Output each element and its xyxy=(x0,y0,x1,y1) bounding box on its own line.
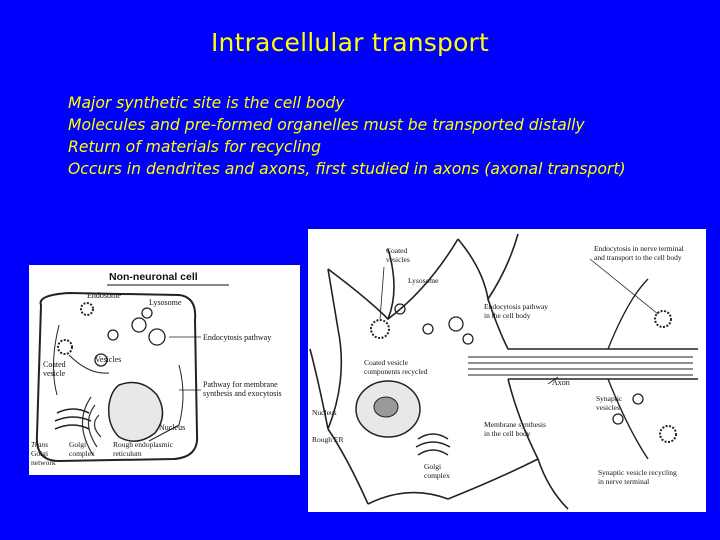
non-neuronal-cell-diagram: Non-neuronal cell Endosome Lysosome Endo… xyxy=(31,271,282,467)
neuron-transport-figure: Coated vesicles Lysosome Endocytosis in … xyxy=(308,229,706,512)
label-endosome: Endosome xyxy=(87,291,121,300)
label-trans-golgi-3: network xyxy=(31,458,56,467)
label-golgi-complex: Golgi xyxy=(424,462,441,471)
label-coated-recycled-2: components recycled xyxy=(364,367,428,376)
slide-title: Intracellular transport xyxy=(210,28,490,57)
label-rough-er: Rough endoplasmic xyxy=(113,440,173,449)
non-neuronal-cell-figure: Non-neuronal cell Endosome Lysosome Endo… xyxy=(29,265,300,475)
label-coated-vesicles: Coated xyxy=(386,246,407,255)
label-trans-golgi: Trans xyxy=(31,440,48,449)
label-trans-golgi-2: Golgi xyxy=(31,449,48,458)
label-synaptic-recycling-2: in nerve terminal xyxy=(598,477,649,486)
label-coated-vesicle: Coated xyxy=(43,360,66,369)
label-endocytosis-terminal: Endocytosis in nerve terminal xyxy=(594,244,684,253)
figure-heading: Non-neuronal cell xyxy=(109,271,198,283)
label-pathway-membrane: Pathway for membrane xyxy=(203,380,278,389)
label-nucleus: Nucleus xyxy=(312,408,337,417)
label-endocytosis-pathway: Endocytosis pathway xyxy=(203,333,271,342)
label-nucleus: Nucleus xyxy=(159,423,185,432)
label-golgi-complex: Golgi xyxy=(69,440,86,449)
neuron-transport-diagram: Coated vesicles Lysosome Endocytosis in … xyxy=(309,233,698,510)
label-lysosome: Lysosome xyxy=(408,276,439,285)
bullet-item: Major synthetic site is the cell body xyxy=(68,94,345,112)
label-lysosome: Lysosome xyxy=(149,298,182,307)
label-rough-er: Rough ER xyxy=(312,435,343,444)
label-endocytosis-body: Endocytosis pathway xyxy=(484,302,548,311)
label-pathway-membrane-2: synthesis and exocytosis xyxy=(203,389,282,398)
label-endocytosis-terminal-2: and transport to the cell body xyxy=(594,253,682,262)
label-synaptic-vesicles-2: vesicles xyxy=(596,403,620,412)
label-coated-recycled: Coated vesicle xyxy=(364,358,409,367)
bullet-list: Major synthetic site is the cell body Mo… xyxy=(68,92,626,180)
label-endocytosis-body-2: in the cell body xyxy=(484,311,531,320)
label-coated-vesicles-2: vesicles xyxy=(386,255,410,264)
label-golgi-complex-2: complex xyxy=(69,449,95,458)
bullet-item: Occurs in dendrites and axons, first stu… xyxy=(68,160,626,178)
label-membrane-synthesis-2: in the cell body xyxy=(484,429,531,438)
bullet-item: Molecules and pre-formed organelles must… xyxy=(68,116,585,134)
label-axon: Axon xyxy=(552,378,570,387)
label-coated-vesicle-2: vesicle xyxy=(43,369,66,378)
bullet-item: Return of materials for recycling xyxy=(68,138,322,156)
label-golgi-complex-2: complex xyxy=(424,471,450,480)
label-vesicles: Vesicles xyxy=(95,355,121,364)
label-membrane-synthesis: Membrane synthesis xyxy=(484,420,546,429)
label-rough-er-2: reticulum xyxy=(113,449,142,458)
label-synaptic-vesicles: Synaptic xyxy=(596,394,623,403)
label-synaptic-recycling: Synaptic vesicle recycling xyxy=(598,468,677,477)
